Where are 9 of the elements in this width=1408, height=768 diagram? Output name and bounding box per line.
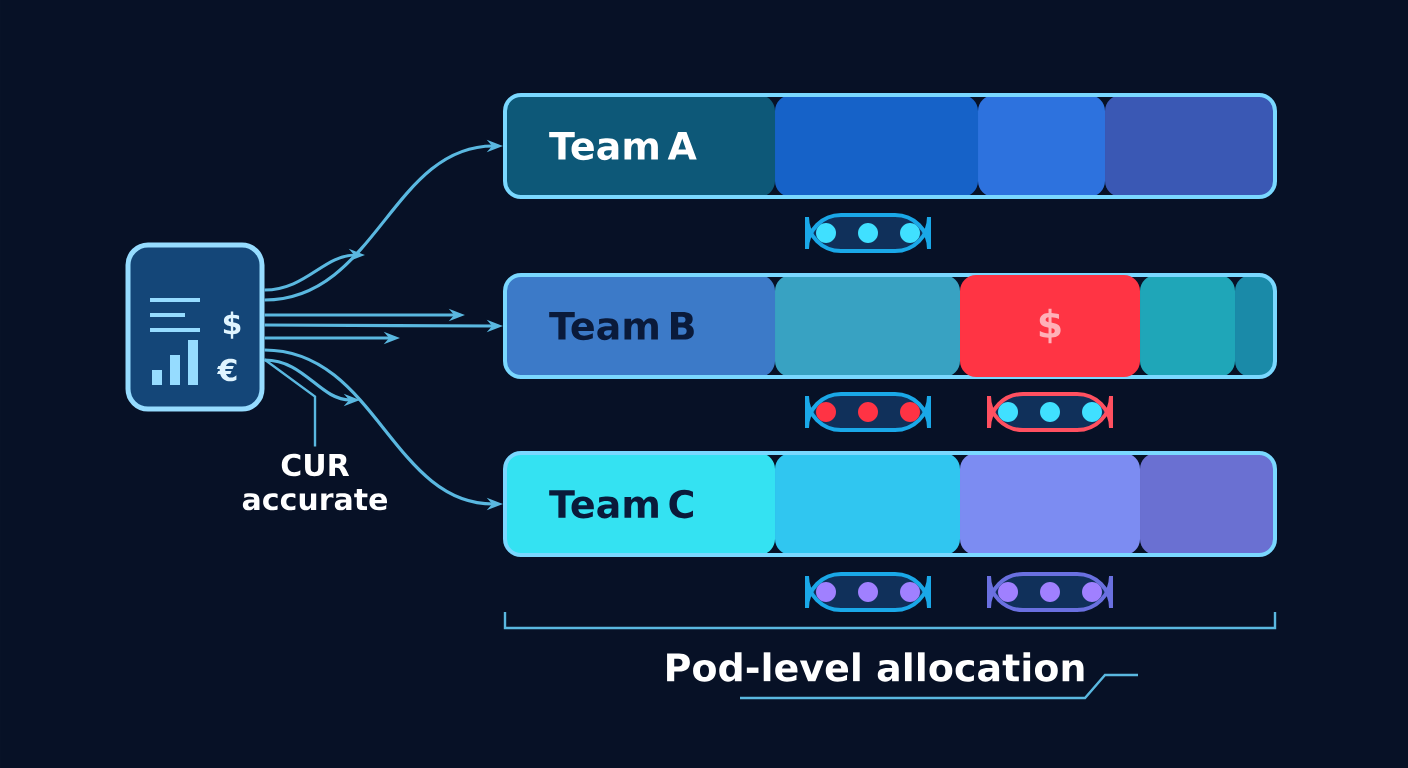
team-bar: Team C (503, 451, 1277, 557)
leader-line (263, 358, 317, 447)
currency-symbol: € (217, 358, 237, 382)
cost-segment: $ (960, 275, 1140, 377)
caption-text: Pod-level allocation (667, 652, 1084, 682)
team-bar: Team A (503, 93, 1277, 199)
caption-text: CUR accurate (242, 453, 387, 511)
currency-symbol: $ (223, 311, 241, 339)
document-icon (125, 242, 265, 412)
